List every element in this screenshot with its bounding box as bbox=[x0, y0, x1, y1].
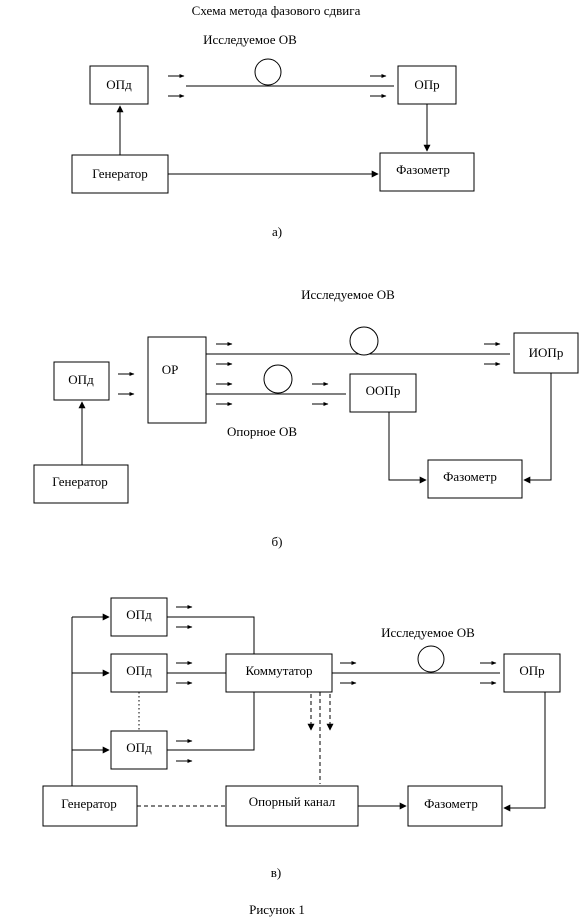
a-signal-arrows-out bbox=[168, 76, 184, 96]
b-measure-receiver-box bbox=[513, 332, 579, 374]
b-reference-receiver-box bbox=[349, 373, 417, 413]
c-receiver-box bbox=[503, 653, 561, 693]
b-measure-to-phasemeter-arrow bbox=[523, 373, 552, 484]
a-transmitter-box bbox=[89, 65, 149, 105]
c-generator-box bbox=[42, 785, 138, 827]
b-measured-fiber-coil bbox=[349, 326, 379, 356]
a-generator-label: Генератор bbox=[92, 166, 147, 181]
c-phasemeter-box bbox=[407, 785, 503, 827]
diagram-c: Исследуемое ОВ ОПд ОПд ОПд Коммутатор ОП… bbox=[42, 597, 561, 880]
c-caption: в) bbox=[271, 865, 281, 880]
b-measure-receiver-label: ИОПр bbox=[529, 345, 564, 360]
b-generator-label: Генератор bbox=[52, 474, 107, 489]
b-transmitter-box bbox=[53, 361, 110, 401]
b-transmitter-signal-arrows bbox=[118, 374, 134, 394]
b-reference-fiber-coil bbox=[263, 364, 293, 394]
diagram-b: Исследуемое ОВ ОПд ОР ИОПр ООПр Опорное … bbox=[33, 287, 579, 549]
b-fiber-label: Исследуемое ОВ bbox=[301, 287, 395, 302]
b-generator-box bbox=[33, 464, 129, 504]
a-caption: а) bbox=[272, 224, 282, 239]
b-caption: б) bbox=[272, 534, 283, 549]
c-transmitter-3-to-switch-line bbox=[167, 692, 255, 751]
b-transmitter-label: ОПд bbox=[68, 372, 94, 387]
diagram-a: Исследуемое ОВ ОПд ОПр Генератор Фазомет… bbox=[71, 32, 475, 239]
c-transmitter-1-to-switch-line bbox=[167, 616, 255, 654]
c-fiber-label: Исследуемое ОВ bbox=[381, 625, 475, 640]
b-splitter-label: ОР bbox=[162, 362, 179, 377]
a-phasemeter-label: Фазометр bbox=[396, 162, 450, 177]
b-splitter-box bbox=[147, 336, 207, 424]
c-transmitter-label-1: ОПд bbox=[126, 607, 152, 622]
c-transmitter-3-signal-arrows bbox=[176, 741, 192, 761]
c-reference-channel-label: Опорный канал bbox=[249, 794, 336, 809]
figure-caption: Рисунок 1 bbox=[249, 902, 305, 917]
b-phasemeter-box bbox=[427, 459, 523, 499]
b-reference-receiver-label: ООПр bbox=[366, 383, 401, 398]
c-receiver-to-phasemeter-arrow bbox=[503, 692, 546, 812]
a-fiber-label: Исследуемое ОВ bbox=[203, 32, 297, 47]
a-receiver-label: ОПр bbox=[414, 77, 439, 92]
a-transmitter-label: ОПд bbox=[106, 77, 132, 92]
a-receiver-box bbox=[397, 65, 457, 105]
c-switch-label: Коммутатор bbox=[245, 663, 312, 678]
b-phasemeter-label: Фазометр bbox=[443, 469, 497, 484]
c-phasemeter-label: Фазометр bbox=[424, 796, 478, 811]
b-reference-to-phasemeter-arrow bbox=[388, 412, 427, 484]
c-switch-box bbox=[225, 653, 333, 693]
c-transmitter-label-2: ОПд bbox=[126, 663, 152, 678]
c-reference-channel-box bbox=[225, 785, 359, 827]
c-transmitter-box-2 bbox=[110, 653, 168, 693]
a-fiber-coil bbox=[254, 58, 282, 86]
diagram-title: Схема метода фазового сдвига bbox=[192, 3, 361, 18]
c-receiver-label: ОПр bbox=[519, 663, 544, 678]
c-transmitter-label-3: ОПд bbox=[126, 740, 152, 755]
b-reference-fiber-label: Опорное ОВ bbox=[227, 424, 297, 439]
c-fiber-coil bbox=[417, 645, 445, 673]
c-generator-label: Генератор bbox=[61, 796, 116, 811]
a-phasemeter-box bbox=[379, 152, 475, 192]
